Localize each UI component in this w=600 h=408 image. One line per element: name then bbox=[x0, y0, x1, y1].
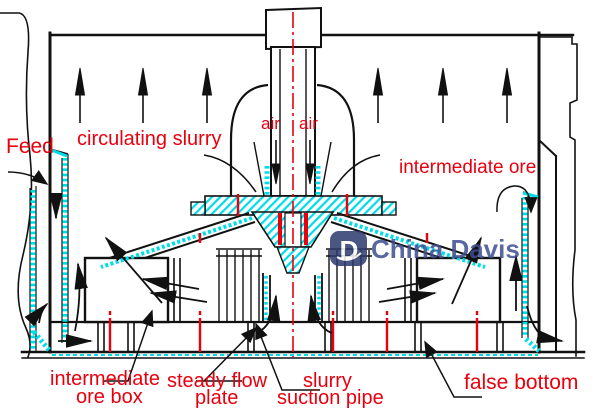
label-intermediate-ore: intermediate ore bbox=[399, 157, 536, 178]
red-marks bbox=[108, 12, 479, 357]
intermediate-ore-channel-leader bbox=[496, 185, 538, 214]
label-steady-flow-plate-2: plate bbox=[195, 387, 238, 408]
shaft-cap bbox=[265, 6, 322, 51]
label-slurry-suction-pipe-2: suction pipe bbox=[277, 387, 384, 408]
label-steady-flow-plate-1: steady flow bbox=[167, 370, 268, 392]
froth-up-arrows bbox=[74, 67, 513, 123]
leader-lines bbox=[7, 154, 538, 398]
label-air-right: air bbox=[299, 114, 318, 133]
labels: Feed circulating slurry air air intermed… bbox=[6, 114, 578, 408]
label-feed: Feed bbox=[6, 135, 54, 158]
label-air-left: air bbox=[261, 114, 280, 133]
air-down-arrows bbox=[271, 140, 315, 185]
label-circulating-slurry: circulating slurry bbox=[77, 128, 221, 150]
watermark: D China Davis bbox=[330, 231, 520, 266]
feed-leader bbox=[7, 170, 49, 185]
false-bottom-leader bbox=[424, 340, 482, 398]
left-break-edge bbox=[0, 12, 33, 359]
intermediate-ore-bell-leader bbox=[331, 154, 381, 193]
right-break-edge bbox=[538, 36, 578, 357]
slurry-suction-pipe-leader bbox=[255, 322, 320, 391]
steady-flow-plate-leader bbox=[196, 328, 256, 382]
circulating-slurry-leader bbox=[203, 154, 257, 193]
watermark-brand: China Davis bbox=[371, 234, 520, 264]
label-false-bottom: false bottom bbox=[464, 371, 578, 394]
label-intermediate-ore-box-1: intermediate bbox=[50, 368, 160, 390]
intermediate-ore-box-leader bbox=[103, 309, 154, 382]
bell-dome bbox=[229, 83, 356, 196]
label-intermediate-ore-box-2: ore box bbox=[76, 386, 143, 408]
columns-left bbox=[216, 248, 262, 322]
intermediate-ore-box-left bbox=[83, 256, 170, 324]
label-slurry-suction-pipe-1: slurry bbox=[303, 370, 352, 392]
